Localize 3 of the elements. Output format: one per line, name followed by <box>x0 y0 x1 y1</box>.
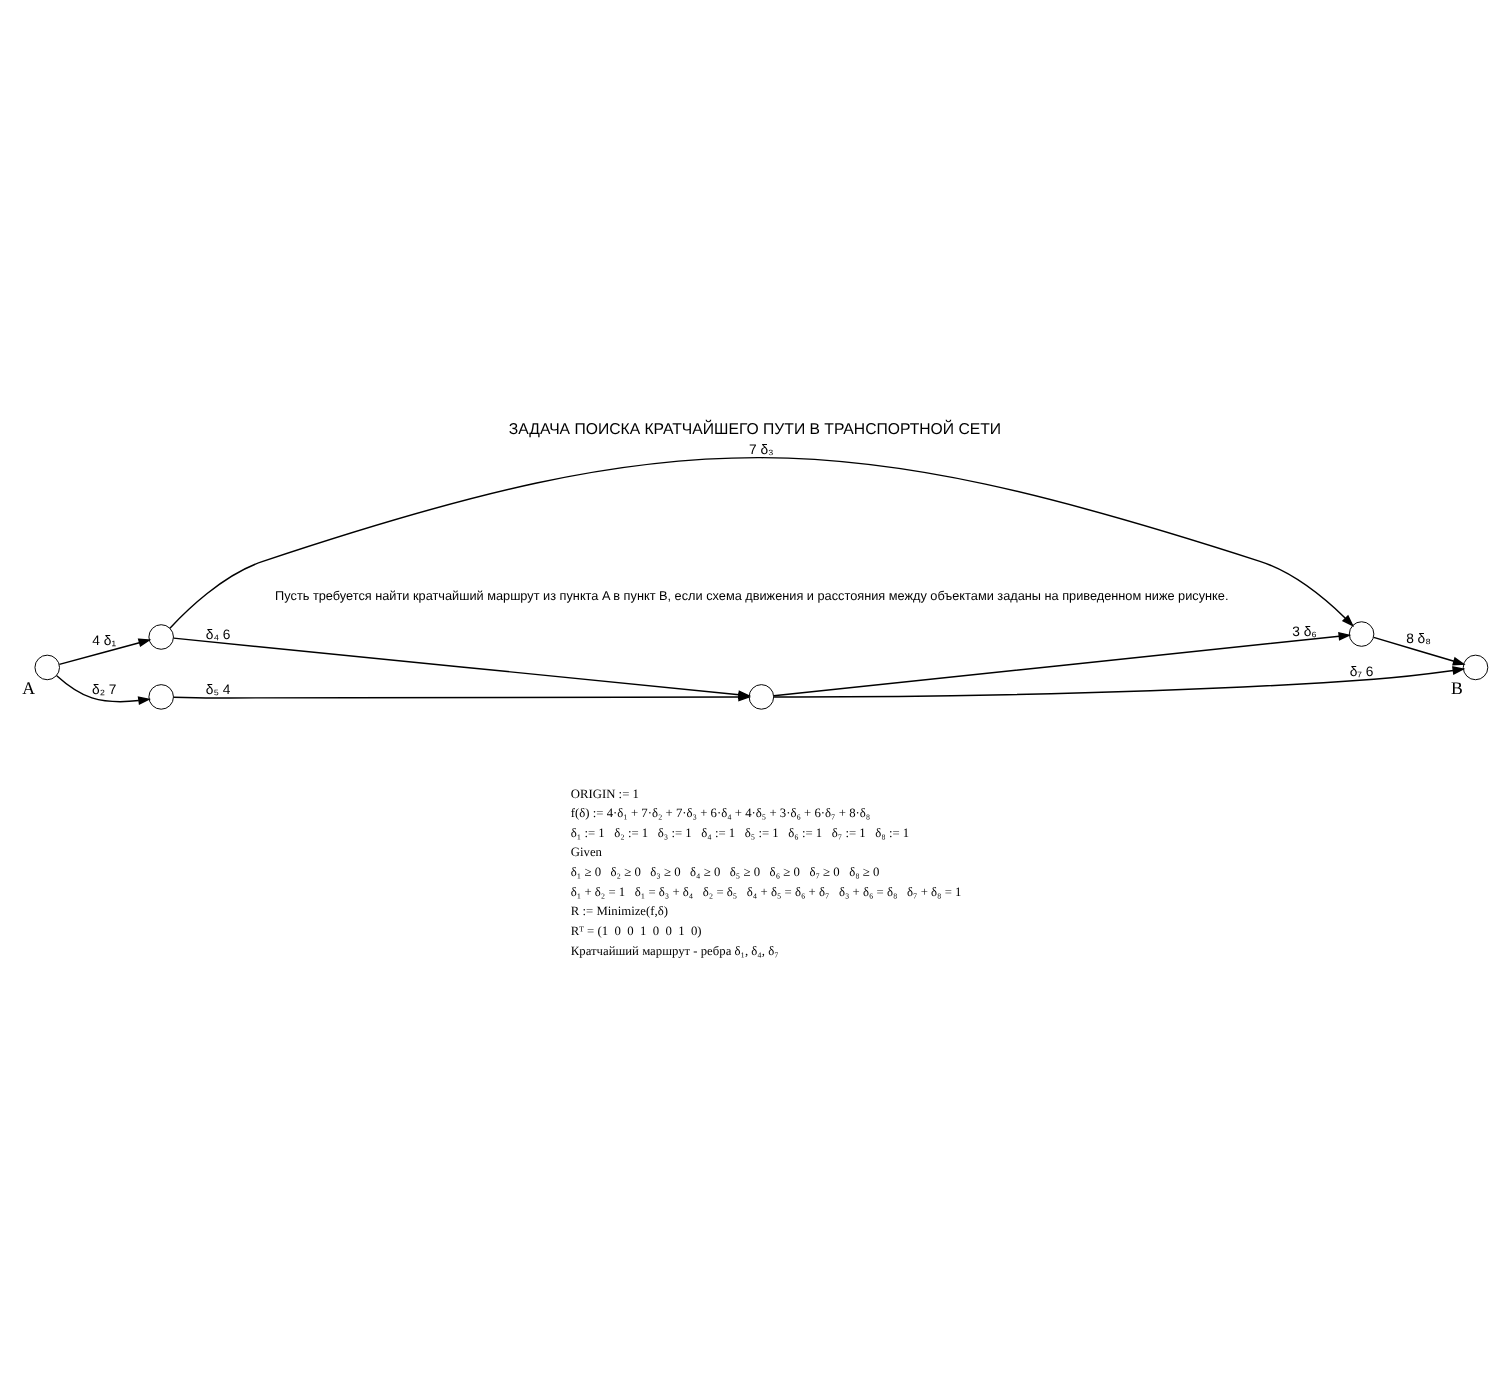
node-label: A <box>22 677 35 698</box>
diagram-title: ЗАДАЧА ПОИСКА КРАТЧАЙШЕГО ПУТИ В ТРАНСПОРТНОЙ СЕТИ <box>508 420 1002 439</box>
node-label: B <box>1450 677 1463 698</box>
